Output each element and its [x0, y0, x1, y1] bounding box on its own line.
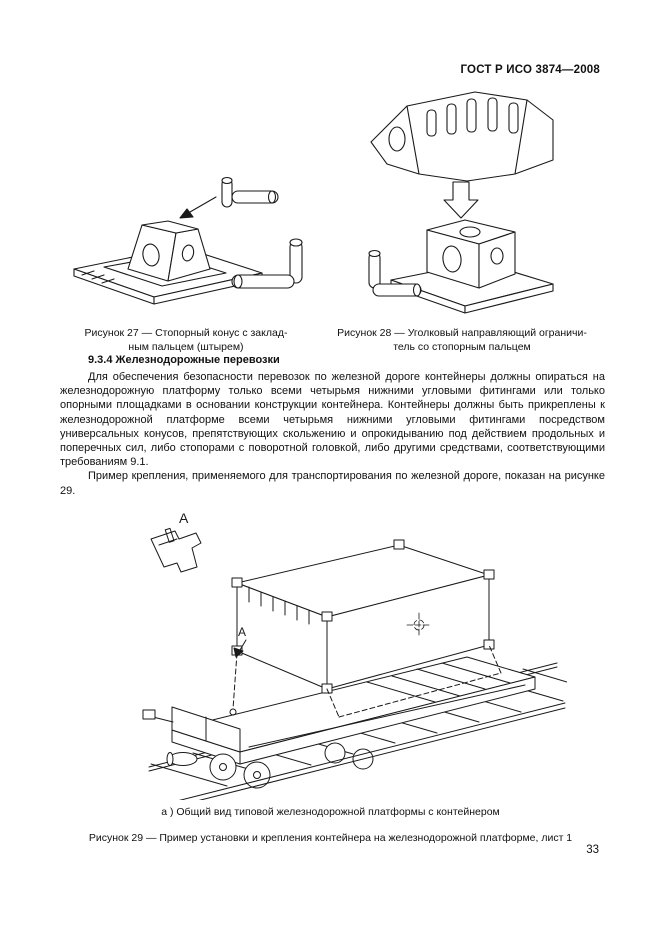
detail-a-callout: А: [233, 625, 246, 658]
locking-pin-top-drawing: [221, 176, 279, 208]
corner-fitting-drawing: [426, 219, 516, 289]
section-heading: 9.3.4 Железнодорожные перевозки: [88, 354, 280, 366]
figure-28-caption-line1: Рисунок 28 — Уголковый направляющий огра…: [337, 327, 587, 339]
detail-a-drawing: [150, 527, 201, 573]
figure-28: Рисунок 28 — Уголковый направляющий огра…: [317, 84, 607, 354]
locking-pin-drawing: [368, 249, 422, 297]
figure-27-drawing: [73, 176, 303, 305]
figure-27-caption-line2: ным пальцем (штырем): [128, 340, 244, 353]
section-9-3-4: 9.3.4 Железнодорожные перевозки Для обес…: [60, 354, 605, 498]
figure-28-caption-line2: тель со стопорным пальцем: [393, 340, 531, 353]
figure-28-caption: Рисунок 28 — Уголковый направляющий огра…: [337, 327, 587, 354]
locking-pin-bottom-drawing: [231, 238, 303, 289]
container-drawing: [231, 539, 494, 694]
figure-29-drawing: А А: [142, 510, 567, 800]
corner-guide-drawing: [370, 91, 554, 182]
down-arrow-icon: [443, 181, 479, 219]
direction-arrow-icon: [179, 196, 217, 219]
detail-a-callout-label: А: [238, 625, 246, 639]
figure-27-caption: Рисунок 27 — Стопорный конус с заклад- н…: [85, 327, 288, 354]
page-number: 33: [586, 844, 599, 856]
figures-row: Рисунок 27 — Стопорный конус с заклад- н…: [55, 84, 607, 354]
body-paragraph-1: Для обеспечения безопасности перевозок п…: [60, 371, 605, 469]
document-header: ГОСТ Р ИСО 3874—2008: [460, 64, 600, 76]
detail-a-label: А: [179, 510, 189, 526]
mounting-projection-drawing: [229, 612, 501, 718]
figure-28-drawing: [368, 91, 554, 314]
body-paragraph-2: Пример крепления, применяемого для транс…: [60, 470, 605, 497]
stopper-cone-drawing: [127, 220, 211, 282]
figure-29: А А а ) Общий вид типовой железнодорожно…: [0, 505, 661, 844]
figure-27: Рисунок 27 — Стопорный конус с заклад- н…: [55, 169, 317, 354]
figure-29-caption: Рисунок 29 — Пример установки и креплени…: [88, 832, 573, 844]
near-rail-drawing: [178, 702, 565, 800]
figure-29-subcaption: а ) Общий вид типовой железнодорожной пл…: [161, 806, 500, 818]
platform-drawing: [142, 656, 535, 765]
figure-27-caption-line1: Рисунок 27 — Стопорный конус с заклад-: [84, 327, 288, 339]
